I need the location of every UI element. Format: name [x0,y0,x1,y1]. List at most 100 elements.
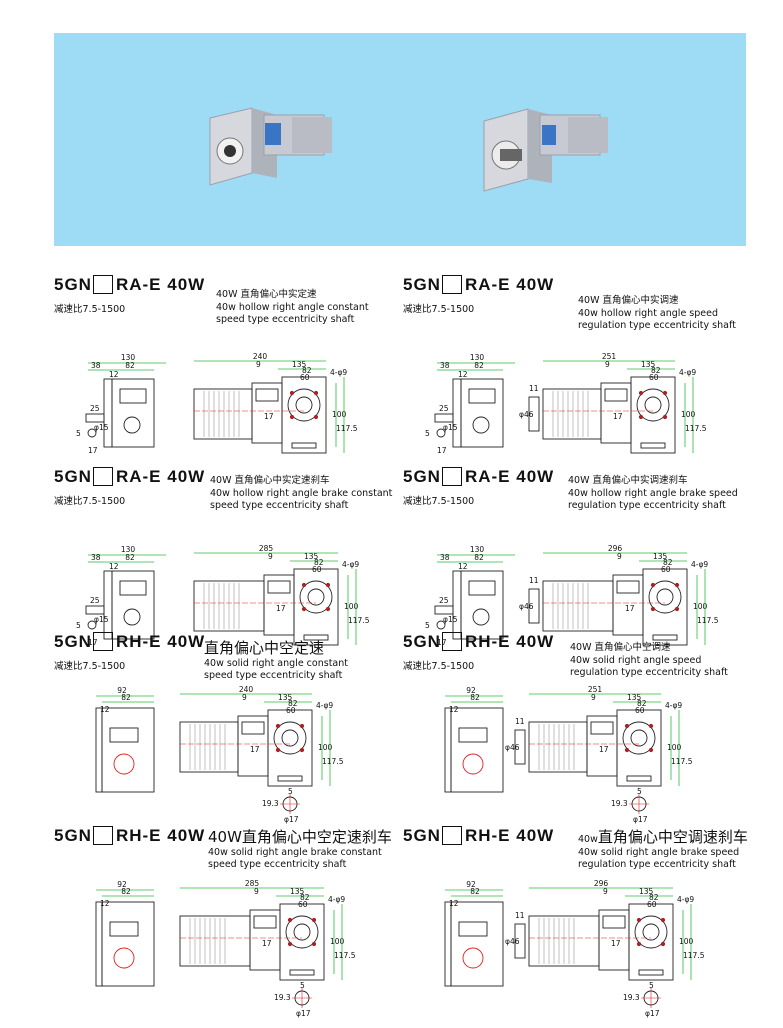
gear-label [241,721,265,735]
dim-o: 17 [88,638,98,647]
front-pilot [636,388,670,422]
dim-q: φ46 [505,743,520,752]
mount-hole [660,917,666,923]
dim-holes: 4-φ9 [677,895,694,904]
dim-h: 82 [288,699,298,708]
dim-b: 82 [125,553,135,562]
front-slot [626,775,652,782]
dim-j: 100 [318,743,333,752]
dim-m: 5 [288,787,293,796]
dim-a: 92 [466,686,476,695]
dim-e: 25 [90,404,100,413]
dim-e: 25 [90,596,100,605]
front-slot [277,775,303,782]
side-view-hole [113,753,135,775]
model-code-box [92,467,113,486]
shaft-end-view [87,620,97,630]
front-slot [640,442,666,449]
mount-hole [289,414,295,420]
dim-h: 82 [300,893,310,902]
side-view-hole [462,753,484,775]
mount-hole [650,606,656,612]
dim-total: 240 [253,352,268,361]
front-pilot [648,580,682,614]
reduction-ratio: 减速比7.5-1500 [403,304,475,315]
side-view-window [468,388,496,404]
desc-en-line2: regulation type eccentricity shaft [568,500,726,511]
dim-total: 240 [239,685,254,694]
dim-o: φ17 [296,1009,311,1018]
dim-f: 9 [254,887,259,896]
reduction-ratio: 减速比7.5-1500 [54,304,126,315]
dim-c: 38 [440,361,450,370]
dim-total: 296 [608,544,623,553]
front-flange [281,376,327,454]
front-slot [652,634,678,641]
model-code-box [92,275,113,294]
motor-tail-cap [514,923,526,959]
side-view-hole [123,416,141,434]
dim-p: 11 [529,576,539,585]
motor-body [528,721,588,773]
dim-a: 92 [117,880,127,889]
mount-hole [313,390,319,396]
gear-label [590,721,614,735]
dim-holes: 4-φ9 [316,701,333,710]
dim-d: 12 [109,562,119,571]
side-view-body [450,707,504,793]
model-prefix: 5GN [403,467,441,486]
side-view-flange [444,901,452,987]
front-flange [293,568,339,646]
model-suffix: RH-E 40W [464,826,555,845]
desc-en-line1: 40w hollow right angle speed [578,307,719,319]
dim-d: 12 [449,899,459,908]
dimension-drawing: 130823812255φ1517285135982604-φ9100117.5… [76,544,370,647]
dim-d: 12 [109,370,119,379]
output-shaft [85,605,105,615]
shaft-end-view [87,428,97,438]
dim-d: 12 [100,705,110,714]
mount-hole [648,723,654,729]
dim-i: 60 [298,900,308,909]
dim-i: 60 [286,706,296,715]
dim-h: 82 [314,558,324,567]
model-prefix: 5GN [403,275,441,294]
model-suffix: RA-E 40W [115,467,206,486]
side-view-hole [472,608,490,626]
dim-q: φ46 [519,410,534,419]
desc-en-line1: 40w solid right angle brake speed [578,846,740,858]
desc-en-line2: regulation type eccentricity shaft [578,859,736,870]
gear-label [604,388,628,402]
side-view-window [119,580,147,596]
dim-k: 117.5 [348,616,370,625]
dim-g: 135 [292,360,307,369]
front-flange [628,903,674,981]
model-prefix: 5GN [54,467,92,486]
dim-a: 130 [121,353,136,362]
dim-f: 9 [268,552,273,561]
model-suffix: RH-E 40W [464,632,555,651]
dim-k: 117.5 [683,951,705,960]
model-code-box [441,275,462,294]
motor-tail-cap [528,588,540,624]
dim-d: 12 [100,899,110,908]
mount-hole [289,390,295,396]
model-suffix: RA-E 40W [115,275,206,294]
motor-photo-hollow [209,107,332,186]
model-code-box [441,632,462,651]
mount-hole [275,747,281,753]
dim-f: 9 [591,693,596,702]
motor-body [193,388,253,440]
desc-cn: 40W 直角偏心中空调速 [570,642,671,653]
dim-m: 5 [649,981,654,990]
dim-j: 100 [667,743,682,752]
model-suffix: RH-E 40W [115,826,206,845]
dim-k: 117.5 [685,424,707,433]
dimension-drawing: 130823812255φ1517φ4611296135982604-φ9100… [425,544,719,647]
dim-d: 12 [458,562,468,571]
dim-total: 285 [259,544,274,553]
